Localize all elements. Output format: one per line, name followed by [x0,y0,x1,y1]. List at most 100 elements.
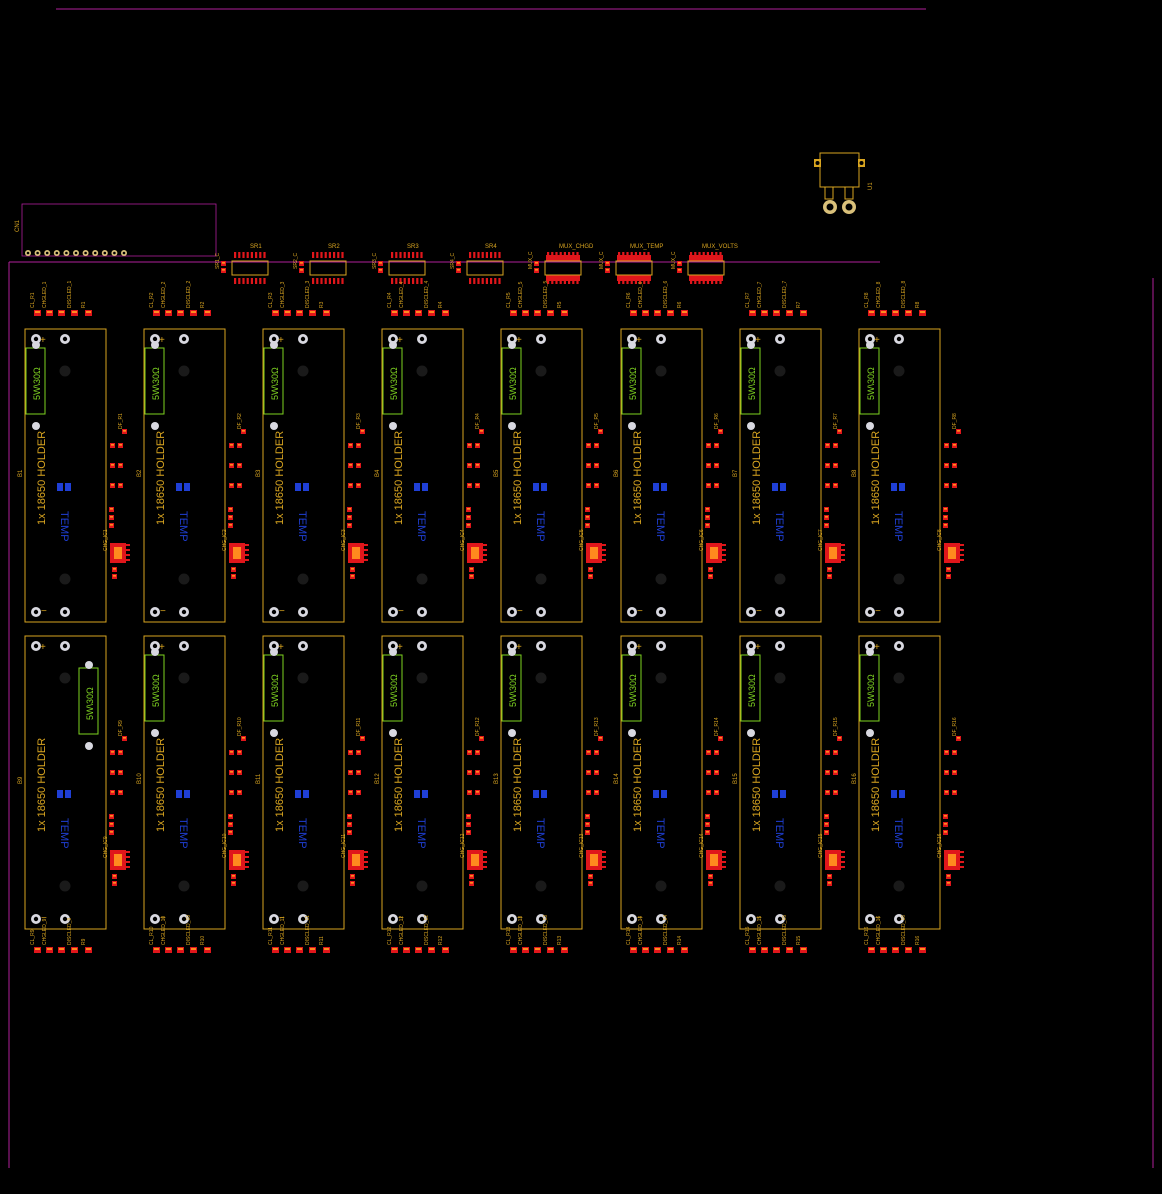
minus-sign: − [279,606,285,617]
terminal-hole [390,609,396,615]
regulator-u1[interactable]: U1 [814,152,874,214]
resistor-lead [747,648,755,656]
pad-highlight [707,484,710,486]
pad-highlight [392,948,397,950]
pad-highlight [944,831,947,833]
thermal-pad [780,790,786,798]
pad-highlight [643,948,648,950]
chip-pin [498,278,501,284]
pad-highlight [468,751,471,753]
pad-highlight [476,444,479,446]
terminal-hole [152,336,158,342]
battery-holder[interactable]: +−1x 18650 HOLDERTEMP5W\30ΩB13DF_R13CHG_… [494,635,606,953]
chip-pin [485,278,488,284]
discharge-led-ref: DISCLED_11 [305,915,311,945]
terminal-hole [419,609,425,615]
terminal-hole [896,643,902,649]
pad-highlight [595,484,598,486]
connector-cn1[interactable]: CN1 [15,203,217,257]
ic-pin [722,856,726,858]
battery-cell-array: +−1x 18650 HOLDERTEMP5W\30ΩB1DF_R1CHG_IC… [18,281,964,953]
pad-highlight [238,751,241,753]
mount-hole [774,573,786,585]
thermal-pad [414,483,420,491]
battery-holder[interactable]: +−1x 18650 HOLDERTEMP5W\30ΩB11DF_R11CHG_… [256,635,368,953]
pad-highlight [511,311,516,313]
pad-highlight [535,948,540,950]
thermal-pad [891,483,897,491]
pad-highlight [706,831,709,833]
holder-outline [620,635,703,930]
pad-highlight [774,311,779,313]
pad-highlight [709,875,712,877]
battery-holder[interactable]: +−1x 18650 HOLDERTEMP5W\30ΩB7DF_R7CHG_IC… [733,281,845,623]
pad-highlight [587,464,590,466]
battery-holder[interactable]: +−1x 18650 HOLDERTEMP5W\30ΩB12DF_R12CHG_… [375,635,487,953]
pad-highlight [285,948,290,950]
battery-holder[interactable]: +−1x 18650 HOLDERTEMP5W\30ΩB2DF_R2CHG_IC… [137,281,249,623]
minus-sign: − [398,913,404,924]
thermal-pad [422,483,428,491]
pad-highlight [947,568,950,570]
mount-hole [178,365,190,377]
charger-ic-pad [948,547,956,559]
thermal-pad [57,483,63,491]
pad-highlight [953,444,956,446]
minus-sign: − [875,913,881,924]
pad-highlight [826,791,829,793]
battery-holder[interactable]: +−1x 18650 HOLDERTEMP5W\30ΩB3DF_R3CHG_IC… [256,281,368,623]
ic-pin [602,554,606,556]
pad-highlight [110,831,113,833]
holder-outline [500,635,583,930]
pad-highlight [944,524,947,526]
battery-holder[interactable]: +−1x 18650 HOLDERTEMP5W\30ΩB15DF_R15CHG_… [733,635,845,953]
cell-ref: B14 [614,773,620,784]
pad-highlight [111,484,114,486]
current-limit-resistor-ref: CL_R15 [745,926,751,945]
battery-holder[interactable]: +−1x 18650 HOLDERTEMP5W\30ΩB14DF_R14CHG_… [614,635,726,953]
ic-pin [960,549,964,551]
battery-holder[interactable]: +−1x 18650 HOLDERTEMP5W\30ΩB8DF_R8CHG_IC… [852,281,964,623]
battery-holder[interactable]: +−1x 18650 HOLDERTEMP5W\30ΩB4DF_R4CHG_IC… [375,281,487,623]
minus-sign: − [41,913,47,924]
charger-ic-ref: CHG_IC11 [341,834,347,858]
ic-pin [245,866,249,868]
battery-holder[interactable]: +−1x 18650 HOLDERTEMP5W\30ΩB1DF_R1CHG_IC… [18,281,130,623]
pin-hole [55,251,59,255]
pin-hole [113,251,116,255]
pad-highlight [119,444,122,446]
resistor-lead [747,341,755,349]
terminal-hole [33,643,39,649]
discharge-fet-ref: DF_R13 [594,717,600,736]
pad-highlight [595,771,598,773]
battery-holder[interactable]: +−1x 18650 HOLDERTEMP5W\30ΩB6DF_R6CHG_IC… [614,281,726,623]
battery-holder[interactable]: +−1x 18650 HOLDERTEMP5W\30ΩB9DF_R9CHG_IC… [18,635,130,953]
battery-holder[interactable]: +−1x 18650 HOLDERTEMP5W\30ΩB10DF_R10CHG_… [137,635,249,953]
pad-highlight [668,948,673,950]
charger-ic-ref: CHG_IC14 [699,833,705,858]
pad-highlight [826,444,829,446]
pad-highlight [119,791,122,793]
discharge-led-ref: DISCLED_12 [424,915,430,945]
resistor-ref: R16 [915,936,921,945]
chip-pin [481,278,484,284]
battery-holder[interactable]: +−1x 18650 HOLDERTEMP5W\30ΩB16DF_R16CHG_… [852,635,964,953]
battery-holder[interactable]: +−1x 18650 HOLDERTEMP5W\30ΩB5DF_R5CHG_IC… [494,281,606,623]
ic-pin [722,559,726,561]
resistor-lead [270,341,278,349]
pad-highlight [238,484,241,486]
terminal-hole [300,643,306,649]
ic-pin [841,549,845,551]
pad-highlight [706,508,709,510]
